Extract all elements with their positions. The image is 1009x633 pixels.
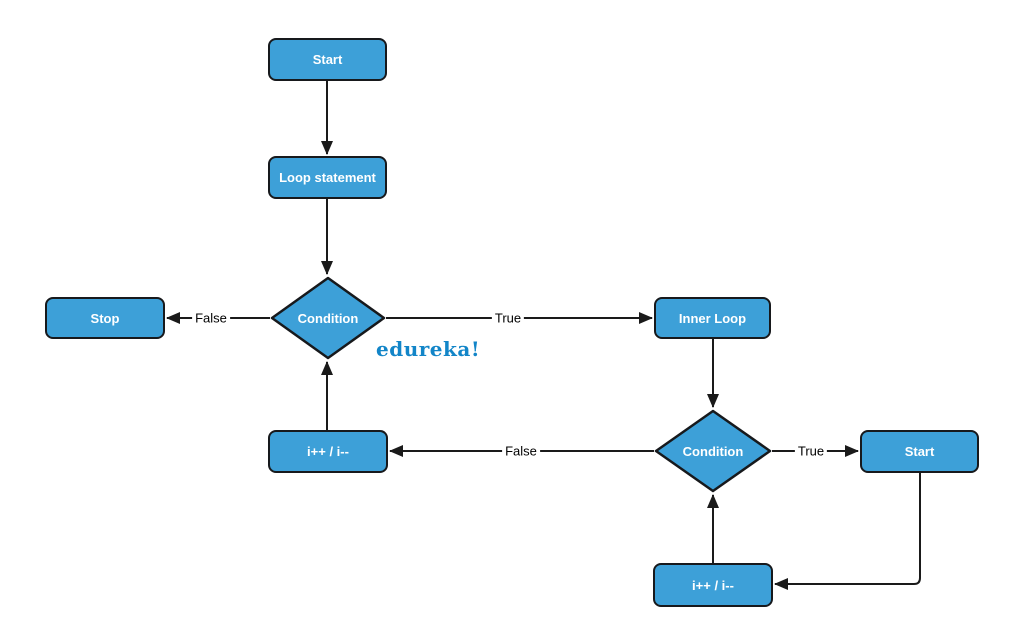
- edge-label-inner-false: False: [502, 443, 540, 459]
- node-start-right-label: Start: [904, 444, 935, 459]
- edureka-watermark: edureka!: [376, 337, 481, 361]
- node-loop-statement-label: Loop statement: [279, 170, 376, 185]
- node-increment-inner: i++ / i--: [653, 563, 773, 607]
- node-condition-outer: Condition: [270, 276, 386, 360]
- node-start-top: Start: [268, 38, 387, 81]
- node-start-right: Start: [860, 430, 979, 473]
- node-stop-label: Stop: [90, 310, 120, 326]
- node-inner-loop-label: Inner Loop: [678, 310, 747, 326]
- node-increment-outer-label: i++ / i--: [307, 444, 349, 459]
- node-start-top-label: Start: [312, 52, 343, 67]
- diamond-shape: [654, 409, 772, 493]
- edge-label-inner-true: True: [794, 443, 828, 459]
- node-stop: Stop: [45, 297, 165, 339]
- node-loop-statement: Loop statement: [268, 156, 387, 199]
- diamond-shape: [270, 276, 386, 360]
- node-increment-outer: i++ / i--: [268, 430, 388, 473]
- edge-start-right-to-inner-increment: [774, 473, 921, 590]
- edge-label-outer-true: True: [491, 310, 525, 326]
- node-increment-inner-label: i++ / i--: [692, 577, 734, 593]
- node-condition-inner: Condition: [654, 409, 772, 493]
- node-condition-outer-label: Condition: [297, 310, 359, 326]
- node-inner-loop: Inner Loop: [654, 297, 771, 339]
- edge-label-outer-false: False: [192, 310, 230, 326]
- node-condition-inner-label: Condition: [682, 443, 744, 459]
